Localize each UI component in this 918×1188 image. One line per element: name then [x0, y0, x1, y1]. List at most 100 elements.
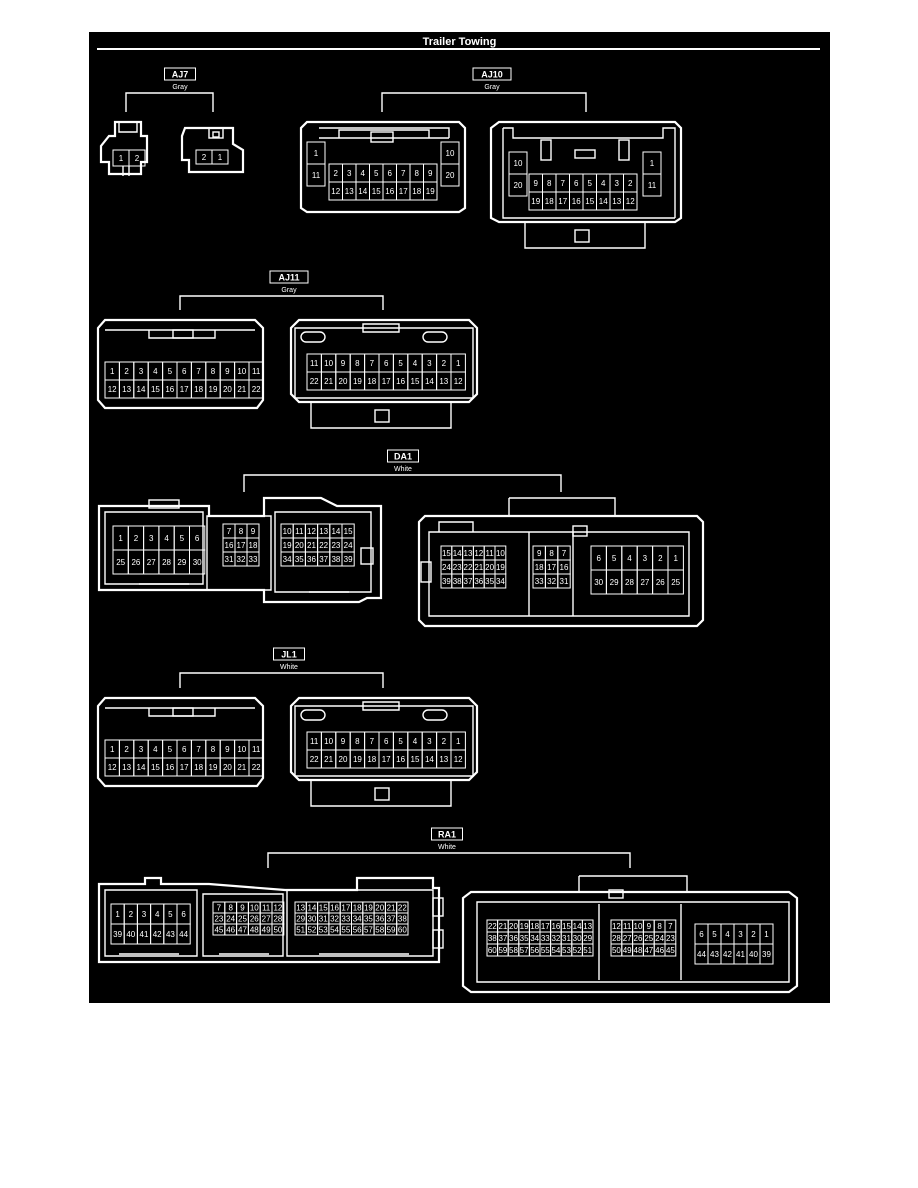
connector-bracket — [179, 672, 384, 688]
pin-cell: 19 — [349, 371, 366, 391]
pin-cell: 32 — [544, 573, 559, 589]
pin-number: 20 — [339, 377, 348, 386]
latch — [574, 149, 596, 159]
pin-number: 14 — [425, 755, 434, 764]
pin-cell: 2 — [623, 173, 638, 193]
pin-cell: 21 — [234, 379, 250, 399]
pin-cell: 26 — [127, 549, 145, 575]
pin-cell: 25 — [236, 912, 249, 925]
pin-cell: 7 — [212, 901, 226, 914]
pin-box — [248, 757, 264, 777]
pin-number: 9 — [341, 359, 346, 368]
pin-number: 47 — [644, 946, 653, 955]
pin-cell: 16 — [392, 749, 409, 769]
connector-bracket — [179, 295, 384, 310]
pin-number: 16 — [330, 904, 339, 913]
pin-number: 18 — [535, 563, 544, 572]
pin-cell: 25 — [667, 569, 684, 595]
pin-box — [396, 923, 409, 936]
latch — [212, 131, 220, 138]
pin-cell: 8 — [205, 361, 221, 381]
pin-cell: 28 — [158, 549, 175, 575]
pin-cell: 55 — [539, 943, 552, 957]
pin-number: 18 — [530, 922, 539, 931]
pin-number: 45 — [666, 946, 675, 955]
pin-box — [494, 573, 507, 589]
pin-cell: 25 — [642, 931, 655, 945]
pin-cell: 16 — [162, 379, 178, 399]
connector-label-box — [273, 647, 305, 661]
pin-cell: 11 — [642, 173, 662, 197]
pin-cell: 14 — [133, 379, 149, 399]
connector-bracket — [243, 474, 562, 492]
pin-cell: 5 — [162, 361, 178, 381]
pin-cell: 2 — [118, 361, 135, 381]
pin-cell: 35 — [483, 573, 496, 589]
housing-outline — [96, 318, 265, 410]
pin-number: 11 — [310, 737, 319, 746]
pin-number: 3 — [142, 910, 147, 919]
pin-number: 9 — [534, 179, 539, 188]
pin-number: 24 — [655, 934, 664, 943]
pin-cell: 21 — [497, 919, 509, 933]
pin-box — [248, 379, 264, 399]
pin-cell: 30 — [590, 569, 607, 595]
pin-cell: 20 — [219, 379, 236, 399]
pin-cell: 1 — [667, 545, 684, 571]
pin-number: 54 — [330, 926, 339, 935]
pin-cell: 37 — [497, 931, 509, 945]
pin-cell: 8 — [653, 919, 666, 933]
latch — [540, 139, 552, 161]
pin-number: 11 — [648, 181, 657, 190]
connector-bracket — [381, 92, 587, 112]
pin-cell: 18 — [542, 191, 557, 211]
pin-number: 11 — [252, 367, 261, 376]
pin-number: 3 — [427, 359, 432, 368]
pin-cell: 59 — [497, 943, 509, 957]
pin-number: 22 — [252, 763, 261, 772]
pin-cell: 2 — [436, 353, 452, 373]
pin-cell: 13 — [581, 919, 594, 933]
pin-cell: 10 — [440, 141, 460, 165]
pin-cell: 14 — [355, 181, 370, 201]
pin-cell: 13 — [118, 757, 135, 777]
pin-cell: 1 — [642, 151, 662, 175]
pin-cell: 16 — [328, 901, 341, 914]
pin-number: 10 — [446, 149, 455, 158]
pin-number: 22 — [398, 904, 407, 913]
pin-number: 15 — [585, 197, 594, 206]
pin-number: 2 — [628, 179, 633, 188]
pin-cell: 40 — [123, 923, 138, 945]
pin-number: 13 — [122, 763, 131, 772]
pin-number: 2 — [442, 359, 447, 368]
connector-label-box — [431, 827, 463, 841]
pin-cell: 20 — [483, 559, 496, 575]
pin-cell: 6 — [378, 731, 394, 751]
pin-number: 26 — [656, 578, 665, 587]
pin-cell: 20 — [335, 371, 351, 391]
pin-cell: 6 — [176, 361, 192, 381]
pin-number: 14 — [307, 904, 316, 913]
pin-number: 39 — [344, 555, 353, 564]
pin-number: 5 — [588, 179, 593, 188]
pin-cell: 28 — [621, 569, 638, 595]
pin-number: 41 — [140, 930, 149, 939]
pin-cell: 26 — [652, 569, 669, 595]
diagram-title: Trailer Towing — [422, 36, 497, 48]
pin-number: 16 — [165, 385, 174, 394]
pin-cell: 35 — [292, 551, 306, 567]
pin-cell: 11 — [306, 731, 322, 751]
pin-number: 31 — [319, 915, 328, 924]
pin-number: 6 — [195, 534, 200, 543]
pin-number: 4 — [413, 737, 418, 746]
housing-detail — [105, 707, 255, 717]
pin-number: 37 — [319, 555, 328, 564]
pin-cell: 50 — [271, 923, 285, 936]
pin-cell: 32 — [550, 931, 562, 945]
pin-number: 6 — [388, 169, 393, 178]
